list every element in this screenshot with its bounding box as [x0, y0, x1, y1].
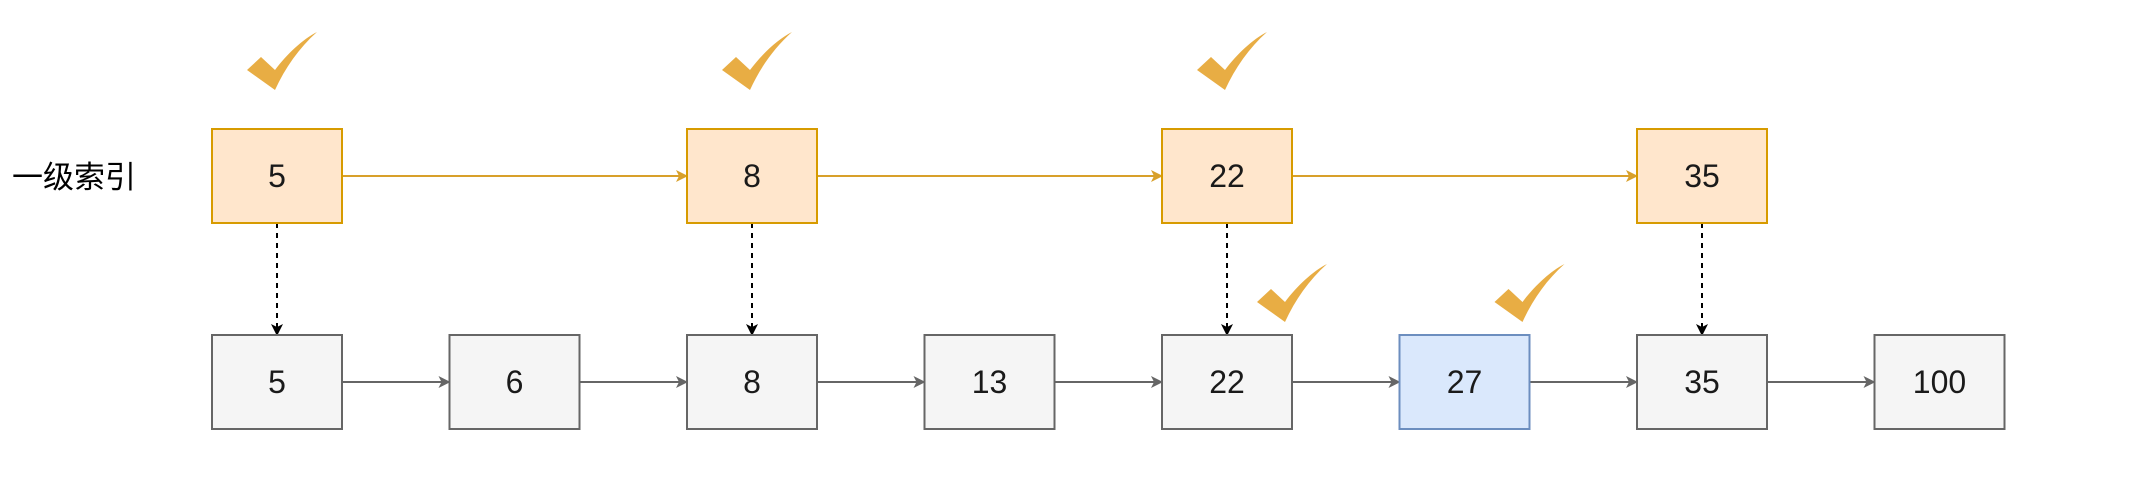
- down-pointer-arrows: [271, 223, 1708, 336]
- check-icon: [247, 32, 317, 90]
- base-node-8: 8: [686, 334, 818, 430]
- index-level-row: 5 8 22 35: [211, 128, 1768, 224]
- index-node-22: 22: [1161, 128, 1293, 224]
- base-node-6-box: [448, 334, 581, 430]
- index-node-22-value: 22: [1209, 158, 1245, 194]
- base-node-8-value: 8: [743, 364, 761, 400]
- check-icon: [1197, 32, 1267, 90]
- index-node-5: 5: [211, 128, 343, 224]
- base-node-22-box: [1161, 334, 1293, 430]
- index-node-8-value: 8: [743, 158, 761, 194]
- base-node-13-box: [923, 334, 1056, 430]
- base-node-6-value: 6: [506, 364, 524, 400]
- index-node-35: 35: [1636, 128, 1768, 224]
- index-node-5-box: [211, 128, 343, 224]
- base-node-100: 100: [1873, 334, 2006, 430]
- base-node-5-value: 5: [268, 364, 286, 400]
- base-node-100-box: [1873, 334, 2006, 430]
- base-node-22-value: 22: [1209, 364, 1245, 400]
- base-node-6: 6: [448, 334, 581, 430]
- base-node-5-box: [211, 334, 343, 430]
- check-icon: [1494, 264, 1565, 322]
- base-node-100-value: 100: [1913, 364, 1966, 400]
- index-node-8: 8: [686, 128, 818, 224]
- level-label: 一级索引: [12, 160, 136, 196]
- base-node-35-value: 35: [1684, 364, 1720, 400]
- check-icon: [722, 32, 792, 90]
- base-node-5: 5: [211, 334, 343, 430]
- base-level-row: 5 6 8 13 22 27 35 100: [211, 334, 2006, 430]
- base-node-22: 22: [1161, 334, 1293, 430]
- base-node-8-box: [686, 334, 818, 430]
- base-node-27: 27: [1398, 334, 1531, 430]
- checkmarks: [247, 32, 1565, 322]
- index-node-22-box: [1161, 128, 1293, 224]
- base-node-13: 13: [923, 334, 1056, 430]
- check-icon: [1257, 264, 1327, 322]
- index-node-5-value: 5: [268, 158, 286, 194]
- base-node-27-value: 27: [1447, 364, 1483, 400]
- base-node-27-box: [1398, 334, 1531, 430]
- index-node-35-box: [1636, 128, 1768, 224]
- index-node-8-box: [686, 128, 818, 224]
- base-node-35-box: [1636, 334, 1768, 430]
- index-node-35-value: 35: [1684, 158, 1720, 194]
- base-node-13-value: 13: [972, 364, 1008, 400]
- base-node-35: 35: [1636, 334, 1768, 430]
